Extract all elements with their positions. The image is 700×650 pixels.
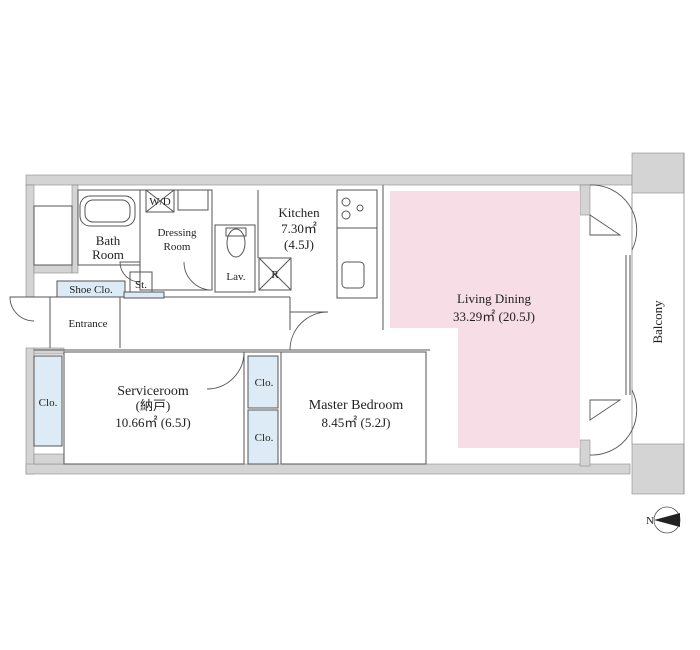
wall-service-bottom-left <box>33 453 65 465</box>
living-name: Living Dining <box>457 291 532 306</box>
closet-service <box>33 355 63 447</box>
lav-label: Lav. <box>226 271 245 283</box>
bath-line-2: Room <box>92 247 124 262</box>
serviceroom-sub: (納戸) <box>136 398 171 413</box>
bath-line-1: Bath <box>96 233 121 248</box>
balcony-door-swing-lower <box>589 389 638 456</box>
entrance-label: Entrance <box>68 318 107 330</box>
window-nook <box>33 205 73 266</box>
closet-master-upper <box>247 355 279 409</box>
compass: N <box>646 506 681 534</box>
toilet-tank <box>225 227 247 237</box>
dressing-door <box>183 261 213 291</box>
compass-north-label: N <box>646 515 654 527</box>
burner-3 <box>356 204 364 212</box>
top-wall <box>25 174 633 186</box>
bath-door <box>119 261 141 283</box>
sink <box>341 261 365 289</box>
burner-2 <box>341 210 351 220</box>
serviceroom-area: 10.66㎡ (6.5J) <box>115 415 190 430</box>
fixtures <box>79 195 364 258</box>
kitchen-area: 7.30㎡ <box>281 221 317 236</box>
closets <box>33 355 279 465</box>
burner-1 <box>341 197 351 207</box>
wall-service-top-left <box>33 347 65 355</box>
bathtub-inner <box>84 199 131 223</box>
window-pier-bottom <box>579 439 591 467</box>
stove-area <box>336 189 378 229</box>
refrigerator-label: R <box>271 269 279 281</box>
closet-master-lower-label: Clo. <box>255 432 274 444</box>
entrance-door <box>9 296 35 322</box>
wd-cross-2 <box>145 189 175 213</box>
balcony-door-upper <box>589 214 622 236</box>
bathtub <box>79 195 136 227</box>
labels: Kitchen 7.30㎡ (4.5J) Living Dining 33.29… <box>39 196 665 444</box>
doors <box>9 184 638 456</box>
dressing-line-2: Room <box>164 241 191 253</box>
refrigerator-box <box>258 257 292 291</box>
left-wall-lower <box>25 347 35 475</box>
balcony-door-swing-upper <box>589 184 638 251</box>
serviceroom-name: Serviceroom <box>117 384 189 399</box>
hall-living-door <box>289 311 329 351</box>
toilet-bowl <box>226 228 246 258</box>
shoe-closet-box <box>56 280 126 298</box>
shoe-closet-label: Shoe Clo. <box>69 284 113 296</box>
balcony-wall-bottom <box>631 443 685 495</box>
master-bedroom-name: Master Bedroom <box>309 398 404 413</box>
living-area: 33.29㎡ (20.5J) <box>453 309 535 324</box>
kitchen-name: Kitchen <box>278 205 320 220</box>
living-dining-highlight <box>390 191 580 448</box>
step-strip <box>123 291 165 299</box>
serviceroom-outline <box>63 351 245 465</box>
balcony-door-lower <box>589 399 622 421</box>
closet-service-label: Clo. <box>39 397 58 409</box>
serviceroom-door <box>206 351 245 390</box>
dressing-line-1: Dressing <box>157 227 197 239</box>
compass-arrow-icon <box>654 513 680 527</box>
balcony-label: Balcony <box>650 300 665 344</box>
master-bedroom-area: 8.45㎡ (5.2J) <box>322 415 391 430</box>
storage-label: St. <box>135 279 147 291</box>
dressing-cabinet <box>177 189 209 211</box>
left-wall-upper <box>25 184 35 298</box>
closet-master-upper-label: Clo. <box>255 377 274 389</box>
window-pier-top <box>579 184 591 216</box>
r-cross-2 <box>258 257 292 291</box>
walls <box>25 152 685 495</box>
closet-master-lower <box>247 409 279 465</box>
dressing-room-outline <box>139 189 213 291</box>
interior-walls <box>33 185 631 465</box>
lavatory-outline <box>214 224 256 293</box>
wall-nook-lower <box>33 264 73 274</box>
bottom-wall <box>25 463 631 475</box>
balcony <box>631 153 685 494</box>
balcony-wall-top <box>631 152 685 194</box>
washer-dryer-box <box>145 189 175 213</box>
wd-label: W/D <box>149 196 170 208</box>
wall-bath-left <box>71 184 79 274</box>
kitchen-tatami: (4.5J) <box>284 237 314 252</box>
